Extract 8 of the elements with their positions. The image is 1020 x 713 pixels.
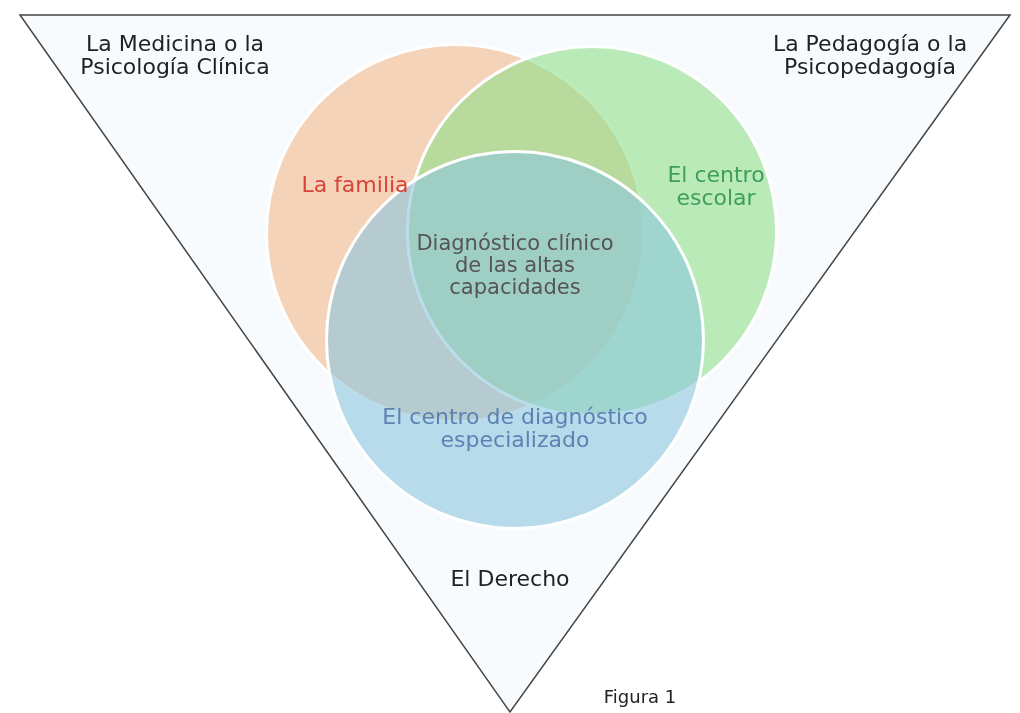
corner-label: La Medicina o la Psicología Clínica — [79, 32, 271, 79]
circle-label: El centro de diagnóstico especializado — [381, 405, 649, 452]
circle-label: El centro escolar — [666, 163, 766, 210]
figure-caption: Figura 1 — [602, 688, 678, 707]
corner-label: La Pedagogía o la Psicopedagogía — [771, 32, 969, 79]
corner-label: El Derecho — [449, 567, 571, 591]
center-label: Diagnóstico clínico de las altas capacidades — [415, 232, 615, 299]
circle-label: La familia — [300, 173, 410, 197]
